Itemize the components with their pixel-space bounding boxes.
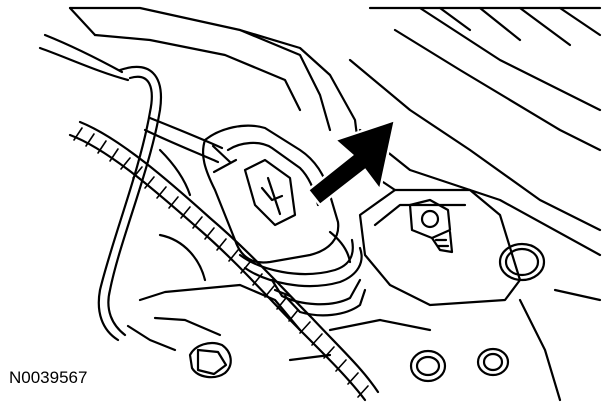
- mounting-bracket: [358, 188, 522, 307]
- figure-id-label: N0039567: [9, 368, 88, 387]
- bracket-hole: [498, 242, 546, 282]
- lower-grommets: [409, 347, 510, 383]
- pointer-arrow-icon: [306, 118, 397, 207]
- support-rod: [38, 33, 163, 342]
- harness-corrugation: [73, 127, 369, 398]
- wiring-harness: [68, 120, 380, 402]
- lower-bracket: [126, 283, 302, 379]
- sensor-wire: [143, 116, 224, 197]
- stud-bolt: [408, 198, 454, 254]
- frame-panel: [68, 6, 362, 162]
- sensor-body: [238, 230, 367, 317]
- mounting-bracket-panel: [348, 6, 602, 257]
